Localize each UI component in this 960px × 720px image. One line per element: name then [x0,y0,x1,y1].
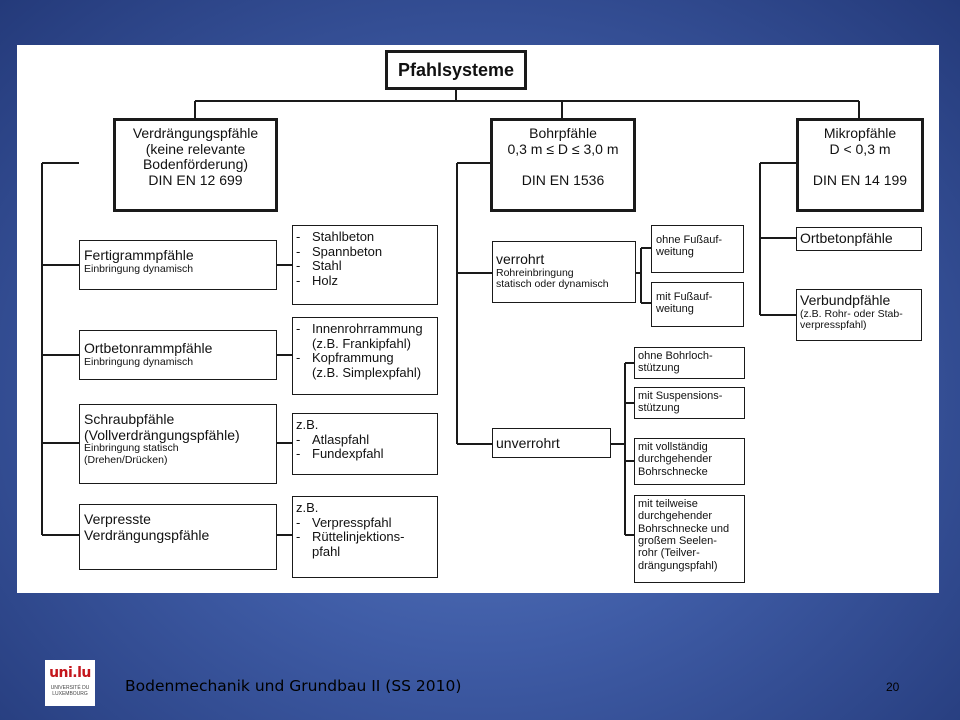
teilweise-4: großem Seelen- [638,534,717,547]
vollstaendig-2: durchgehender [638,453,713,466]
example-pfahl: pfahl [312,543,341,559]
bohr-line-3 [493,157,633,173]
teilweise-5: rohr (Teilver- [638,547,700,560]
schraub-title-2: (Vollverdrängungspfähle) [84,426,240,443]
mit-suspension-2: stützung [638,402,680,415]
mikro-line-2: D < 0,3 m [829,140,891,157]
ortbetonpfaehle-box: Ortbetonpfähle [796,227,922,251]
verpresste-examples-intro: z.B. [296,500,319,515]
verbundpfaehle-sub-1: (z.B. Rohr- oder Stab- [800,307,903,320]
fertigramm-sub: Einbringung dynamisch [84,262,194,275]
mit-fussaufweitung-box: mit Fußauf- weitung [651,282,744,327]
university-logo: uni.lu UNIVERSITÉ DU LUXEMBOURG [45,660,95,706]
logo-subtitle: UNIVERSITÉ DU LUXEMBOURG [45,685,95,697]
verbundpfaehle-sub-2: verpresspfahl) [800,319,867,332]
teilweise-2: durchgehender [638,510,713,523]
vollstaendig-3: Bohrschnecke [638,465,708,478]
method-frankipfahl: (z.B. Frankipfahl) [312,335,411,351]
teilweise-3: Bohrschnecke und [638,522,730,535]
verrohrt-sub-1: Rohreinbringung [496,266,574,279]
vollstaendig-1: mit vollständig [638,441,708,453]
method-innenrohrrammung: Innenrohrrammung [296,321,437,337]
schraub-examples-box: z.B. Atlaspfahl Fundexpfahl [292,413,438,475]
example-verpresspfahl: Verpresspfahl [296,515,437,531]
teilweise-bohrschnecke-box: mit teilweise durchgehender Bohrschnecke… [634,495,745,583]
teilweise-6: drängungspfahl) [638,559,718,572]
ohne-bohrloch-1: ohne Bohrloch- [638,350,713,362]
root-box: Pfahlsysteme [385,50,527,90]
mikro-line-3 [799,157,921,173]
diagram-panel: Pfahlsysteme Verdrängungspfähle (keine r… [17,45,939,593]
method-simplexpfahl: (z.B. Simplexpfahl) [312,364,422,380]
verpresste-title-2: Verdrängungspfähle [84,526,210,543]
material-holz: Holz [296,273,437,289]
connector-lines [41,88,860,536]
mikro-line-4: DIN EN 14 199 [812,172,908,189]
verdraengung-line-4: DIN EN 12 699 [148,172,243,189]
material-spannbeton: Spannbeton [296,244,437,260]
verrohrt-box: verrohrt Rohreinbringung statisch oder d… [492,241,636,303]
teilweise-1: mit teilweise [638,498,698,510]
unverrohrt-box: unverrohrt [492,428,611,458]
verrohrt-sub-2: statisch oder dynamisch [496,278,609,291]
root-label: Pfahlsysteme [397,60,515,80]
schraub-sub-1: Einbringung statisch [84,442,179,455]
example-atlaspfahl: Atlaspfahl [296,432,437,448]
verpresste-verdraengungspfaehle-box: Verpresste Verdrängungspfähle [79,504,277,570]
bohr-line-1: Bohrpfähle [529,125,597,141]
material-stahlbeton: Stahlbeton [296,229,437,245]
mikropfaehle-box: Mikropfähle D < 0,3 m DIN EN 14 199 [796,118,924,212]
ohne-fussaufweitung-2: weitung [656,246,694,259]
verpresste-examples-box: z.B. Verpresspfahl Rüttelinjektions- pfa… [292,496,438,578]
verbundpfaehle-title: Verbundpfähle [800,292,891,308]
schraubpfaehle-box: Schraubpfähle (Vollverdrängungspfähle) E… [79,404,277,484]
mit-suspension-1: mit Suspensions- [638,390,723,402]
ortbetonramm-title: Ortbetonrammpfähle [84,340,213,356]
ohne-fussaufweitung-box: ohne Fußauf- weitung [651,225,744,273]
schraub-title-1: Schraubpfähle [84,411,175,427]
bohr-line-2: 0,3 m ≤ D ≤ 3,0 m [507,140,619,157]
example-ruettelinjektion: Rüttelinjektions- [296,530,437,545]
vollstaendige-bohrschnecke-box: mit vollständig durchgehender Bohrschnec… [634,438,745,485]
material-stahl: Stahl [296,259,437,274]
ortbetonramm-methods-box: Innenrohrrammung (z.B. Frankipfahl) Kopf… [292,317,438,395]
fertigramm-materials-box: Stahlbeton Spannbeton Stahl Holz [292,225,438,305]
ortbetonrammpfaehle-box: Ortbetonrammpfähle Einbringung dynamisch [79,330,277,380]
logo-sub-2: LUXEMBOURG [52,691,88,697]
verdraengung-line-2: (keine relevante [145,140,246,157]
mikro-line-1: Mikropfähle [823,125,897,141]
verbundpfaehle-box: Verbundpfähle (z.B. Rohr- oder Stab- ver… [796,289,922,341]
ohne-fussaufweitung-1: ohne Fußauf- [656,234,723,246]
unverrohrt-title: unverrohrt [496,435,560,451]
method-kopframmung: Kopframmung [296,351,437,366]
ortbetonramm-sub: Einbringung dynamisch [84,355,194,368]
logo-mark: uni.lu [49,665,91,681]
mit-suspensionsstuetzung-box: mit Suspensions- stützung [634,387,745,419]
fertigrammpfaehle-box: Fertigrammpfähle Einbringung dynamisch [79,240,277,290]
verdraengung-line-1: Verdrängungspfähle [132,125,259,141]
bohrpfaehle-box: Bohrpfähle 0,3 m ≤ D ≤ 3,0 m DIN EN 1536 [490,118,636,212]
verpresste-title-1: Verpresste [84,511,151,527]
ortbetonpfaehle-title: Ortbetonpfähle [800,230,893,246]
verrohrt-title: verrohrt [496,251,545,267]
ohne-bohrloch-2: stützung [638,362,680,375]
schraub-examples-intro: z.B. [296,417,319,432]
example-fundexpfahl: Fundexpfahl [296,447,437,462]
page-number: 20 [886,680,900,694]
schraub-sub-2: (Drehen/Drücken) [84,454,168,467]
ohne-bohrlochstuetzung-box: ohne Bohrloch- stützung [634,347,745,379]
mit-fussaufweitung-1: mit Fußauf- [656,291,713,303]
verdraengungspfaehle-box: Verdrängungspfähle (keine relevante Bode… [113,118,278,212]
verdraengung-line-3: Bodenförderung) [142,156,249,173]
mit-fussaufweitung-2: weitung [656,303,694,316]
fertigramm-title: Fertigrammpfähle [84,247,194,263]
logo-sub-1: UNIVERSITÉ DU [50,685,90,691]
footer-title: Bodenmechanik und Grundbau II (SS 2010) [125,677,462,695]
bohr-line-4: DIN EN 1536 [521,172,605,189]
